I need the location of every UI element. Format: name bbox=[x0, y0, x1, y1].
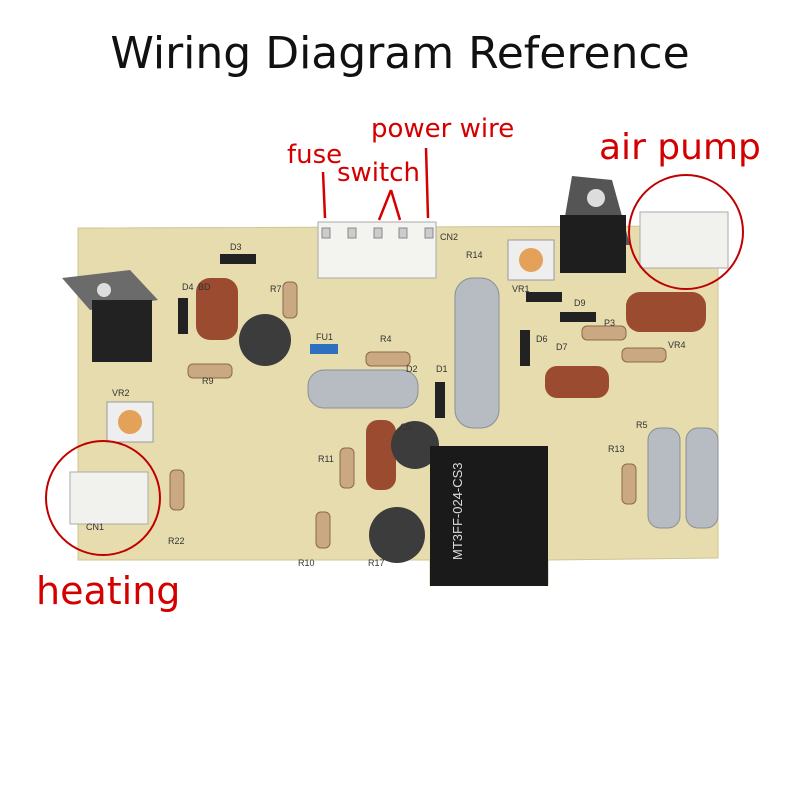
silk-r11: R11 bbox=[318, 454, 334, 464]
page-title: Wiring Diagram Reference bbox=[110, 28, 690, 79]
silk-d2: D2 bbox=[406, 364, 418, 374]
switch-label: switch bbox=[337, 158, 421, 188]
silk-vr4: VR4 bbox=[668, 340, 686, 350]
heating-highlight-circle bbox=[45, 440, 161, 556]
silk-d7: D7 bbox=[556, 342, 568, 352]
silk-r22: R22 bbox=[168, 536, 185, 546]
silk-vr2: VR2 bbox=[112, 388, 130, 398]
silk-r14: R14 bbox=[466, 250, 483, 260]
silk-bd: BD bbox=[198, 282, 211, 292]
pointer-lines bbox=[321, 147, 430, 221]
silk-fu1: FU1 bbox=[316, 332, 333, 342]
silk-cn2: CN2 bbox=[440, 232, 458, 242]
fuse-label: fuse bbox=[287, 140, 343, 170]
relay bbox=[430, 446, 548, 586]
silk-p3: P3 bbox=[604, 318, 615, 328]
silk-vr1: VR1 bbox=[512, 284, 530, 294]
air-pump-label: air pump bbox=[599, 127, 761, 168]
silk-c5: C5 bbox=[400, 422, 412, 432]
silk-r9: R9 bbox=[202, 376, 214, 386]
silk-d9: D9 bbox=[574, 298, 586, 308]
heating-label: heating bbox=[36, 569, 181, 613]
silk-d6: D6 bbox=[536, 334, 548, 344]
silk-r10: R10 bbox=[298, 558, 315, 568]
power-wire-label: power wire bbox=[371, 114, 515, 144]
air-pump-highlight-circle bbox=[628, 174, 744, 290]
air-pump-connector bbox=[639, 211, 729, 269]
transistor-right bbox=[560, 176, 630, 273]
silk-d3: D3 bbox=[230, 242, 242, 252]
silk-r13: R13 bbox=[608, 444, 625, 454]
silk-d1: D1 bbox=[436, 364, 448, 374]
silk-r7: R7 bbox=[270, 284, 282, 294]
relay-label: MT3FF-024-CS3 bbox=[450, 462, 465, 560]
cn1-connector bbox=[69, 471, 149, 525]
silk-d4: D4 bbox=[182, 282, 194, 292]
silk-cn1: CN1 bbox=[86, 522, 104, 532]
silk-r4: R4 bbox=[380, 334, 392, 344]
silk-r17: R17 bbox=[368, 558, 385, 568]
transistor-left bbox=[62, 270, 158, 362]
silk-r5: R5 bbox=[636, 420, 648, 430]
